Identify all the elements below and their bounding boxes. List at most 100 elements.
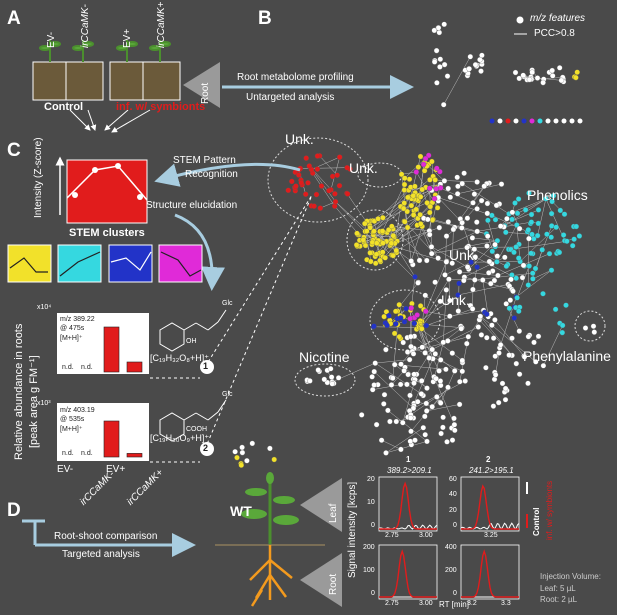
network-node-white: [433, 375, 439, 382]
network-node-white: [472, 277, 478, 283]
network-node-white: [484, 210, 491, 217]
network-edge: [482, 279, 489, 317]
network-node-blue: [401, 319, 408, 325]
network-edge: [416, 349, 433, 375]
network-node-yellow: [413, 206, 419, 213]
network-node-white: [509, 335, 515, 341]
network-node-cyan: [489, 212, 495, 219]
compound-2-mz: m/z 403.19: [60, 407, 95, 414]
dashed-links: [150, 194, 313, 463]
network-node-blue: [412, 274, 418, 280]
network-node-white: [443, 259, 450, 265]
chart2-bar-2: [103, 420, 120, 458]
network-node-white: [378, 437, 385, 443]
transition-1: 389.2>209.1: [387, 466, 432, 475]
network-node-cyan: [573, 223, 580, 230]
network-node-yellow: [360, 237, 367, 243]
network-node-red: [305, 180, 311, 186]
stem-cluster-boxes: [7, 244, 203, 283]
network-node-white: [358, 412, 365, 418]
network-node-white: [465, 333, 472, 340]
network-node-white: [499, 380, 506, 387]
network-node-white: [492, 317, 498, 323]
network-node-white: [438, 430, 444, 437]
network-node-white: [434, 80, 440, 86]
network-node-yellow: [419, 186, 425, 193]
compound-1-circle: [200, 360, 214, 374]
network-node-cyan: [532, 265, 539, 272]
network-node-white: [447, 313, 453, 319]
network-node-white: [455, 183, 461, 190]
network-node-white: [521, 354, 528, 360]
root-chrom-1-ytick: 0: [371, 590, 375, 597]
network-edge: [373, 190, 409, 233]
network-node-white: [432, 351, 439, 357]
legend-treatment-text: inf. w/ symbionts: [545, 480, 554, 540]
network-node-white: [435, 255, 441, 261]
network-node-white: [407, 438, 414, 445]
network-node-white: [478, 197, 485, 204]
network-node-white: [516, 328, 523, 334]
network-node-white: [441, 21, 447, 28]
network-node-blue: [511, 315, 518, 321]
network-node-white: [422, 431, 428, 438]
network-node-red: [298, 179, 305, 186]
network-node-white: [478, 68, 484, 74]
network-node-white: [418, 391, 425, 397]
network-node-white: [400, 339, 406, 346]
stem-pattern-line: [66, 165, 148, 201]
network-node-white: [437, 400, 444, 406]
network-node-blue: [456, 280, 462, 287]
network-node-yellow: [415, 164, 422, 170]
network-node-white: [540, 362, 547, 369]
network-edge: [491, 325, 536, 362]
wt-label: WT: [230, 503, 252, 519]
network-node-yellow: [417, 303, 424, 309]
network-node-yellow: [404, 224, 411, 231]
network-node-yellow: [421, 167, 428, 174]
network-node-white: [443, 366, 449, 373]
network-node-white: [497, 342, 504, 348]
network-node-white: [369, 374, 375, 380]
network-node-white: [422, 292, 429, 299]
network-node-yellow: [417, 194, 424, 200]
network-node-white: [387, 418, 393, 425]
root-chrom-2-ytick: 400: [445, 544, 457, 551]
network-node-white: [497, 223, 504, 229]
network-node-yellow: [377, 257, 383, 264]
network-node-white: [590, 323, 597, 329]
structure-elucidation-label: Structure elucidation: [146, 200, 238, 211]
network-node-yellow: [427, 177, 433, 183]
injection-title: Injection Volume:: [540, 572, 601, 581]
network-node-white: [526, 76, 533, 83]
network-node-white: [451, 368, 458, 374]
network-node-white: [307, 378, 313, 384]
network-node-white: [461, 277, 467, 284]
cluster-outlines: [267, 137, 606, 397]
network-node-yellow: [401, 181, 408, 188]
network-node-blue: [411, 320, 418, 327]
network-node-cyan: [530, 276, 536, 282]
network-edge: [382, 184, 405, 232]
rt-x-axis: RT [min]: [439, 600, 469, 609]
network-node-white: [426, 231, 433, 238]
root-chrom-2-xtick: 3.2: [467, 600, 477, 607]
network-node-white: [440, 414, 446, 421]
signal-y-axis: Signal intensity [kcps]: [347, 481, 358, 578]
leaf-chrom-1-ytick: 10: [367, 499, 375, 506]
network-node-yellow: [388, 240, 395, 247]
stem-pattern-points: [72, 163, 143, 200]
root-triangle: [183, 62, 220, 108]
network-node-white: [486, 258, 493, 265]
network-edge: [431, 231, 478, 254]
network-node-white: [503, 301, 509, 307]
network-node-white: [474, 219, 480, 225]
leaf-chrom-1-frame: [378, 476, 438, 532]
network-node-white: [484, 334, 490, 341]
stem-recognition-line1: STEM Pattern: [173, 155, 236, 166]
network-node-red: [329, 173, 336, 180]
network-node-red: [317, 205, 324, 211]
panel-a-label: A: [7, 8, 21, 29]
bar-chart-1: [57, 313, 149, 374]
root-triangle-d: [300, 553, 342, 607]
